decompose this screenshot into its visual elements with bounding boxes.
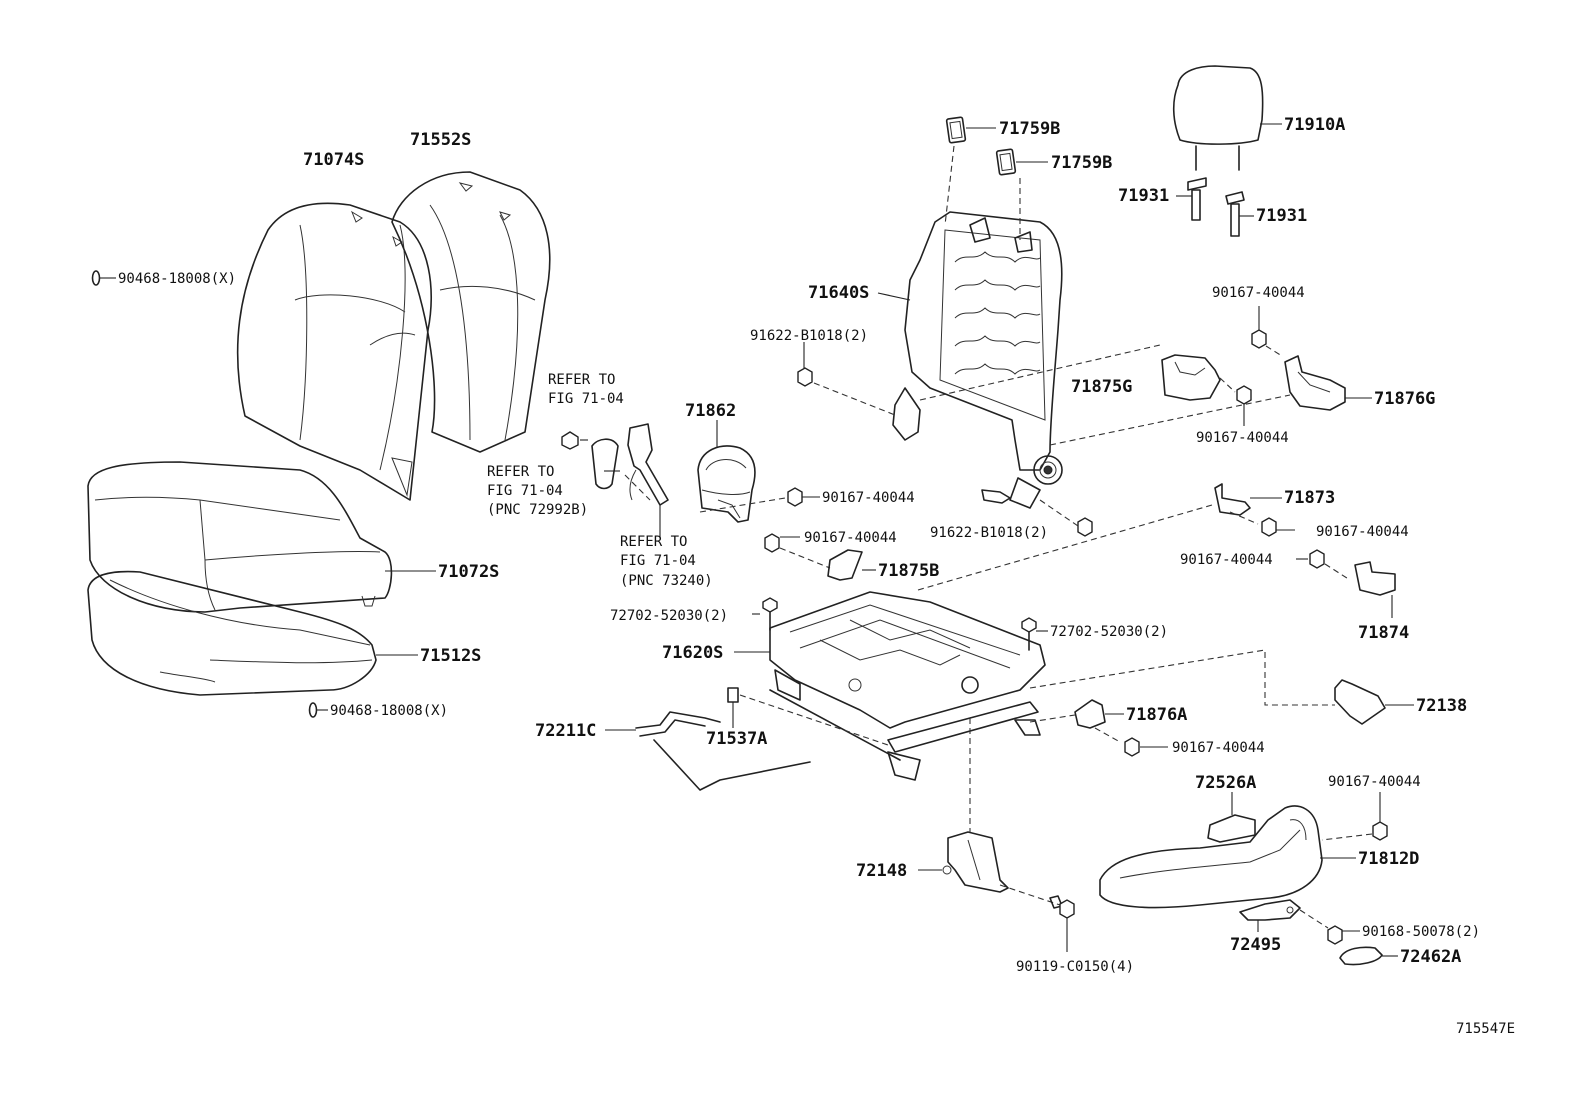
- cover-72138: [1029, 649, 1414, 725]
- bolt-90168: [1327, 925, 1360, 945]
- bracket-71873: [1214, 483, 1282, 525]
- shield-71812D: [1099, 805, 1356, 909]
- seatback-frame-71640S: [877, 211, 1063, 509]
- bolt-91622-top: [797, 342, 896, 416]
- label-71873: 71873: [1284, 488, 1335, 508]
- label-71910A: 71910A: [1284, 115, 1345, 135]
- bolt-90167-c: [1236, 385, 1252, 426]
- label-72702-a: 72702-52030(2): [610, 608, 728, 624]
- label-71640S: 71640S: [808, 283, 869, 303]
- label-72211C: 72211C: [535, 721, 596, 741]
- bolt-90119: [1049, 895, 1075, 952]
- label-90468-top: 90468-18008(X): [118, 271, 236, 287]
- bolt-90167-h: [1321, 792, 1388, 841]
- label-90468-bottom: 90468-18008(X): [330, 703, 448, 719]
- label-refer3-line3: (PNC 73240): [620, 573, 713, 589]
- label-90167-g: 90167-40044: [1172, 740, 1265, 756]
- label-90167-f: 90167-40044: [1180, 552, 1273, 568]
- label-91622-bottom: 91622-B1018(2): [930, 525, 1048, 541]
- cover-71876G: [1049, 355, 1372, 446]
- label-72702-b: 72702-52030(2): [1050, 624, 1168, 640]
- bracket-71876A: [1029, 699, 1124, 743]
- bolt-72702-a: [752, 597, 778, 631]
- headrest-support-71931-2: [1225, 191, 1254, 237]
- label-90168: 90168-50078(2): [1362, 924, 1480, 940]
- label-refer3-line1: REFER TO: [620, 534, 687, 550]
- label-90119: 90119-C0150(4): [1016, 959, 1134, 975]
- label-refer1-line1: REFER TO: [548, 372, 615, 388]
- seat-cushion-cover-71072S: [87, 461, 393, 613]
- label-72526A: 72526A: [1195, 773, 1256, 793]
- bolt-90167-e: [1261, 517, 1295, 537]
- clip-71537A: [727, 687, 889, 746]
- knob-72526A: [1207, 792, 1256, 843]
- bolt-90167-g: [1124, 737, 1168, 757]
- label-71876A: 71876A: [1126, 705, 1187, 725]
- label-90167-c: 90167-40044: [1196, 430, 1289, 446]
- label-71875G: 71875G: [1071, 377, 1132, 397]
- figure-code: 715547E: [1456, 1021, 1515, 1037]
- label-71874: 71874: [1358, 623, 1409, 643]
- wire-72211C: [605, 711, 811, 791]
- bracket-71874: [1354, 561, 1396, 618]
- label-refer2-line3: (PNC 72992B): [487, 502, 588, 518]
- headrest-support-71931-1: [1176, 177, 1207, 221]
- bolt-91622-bottom: [981, 489, 1093, 537]
- seat-track-71620S: [734, 591, 1046, 781]
- label-72495: 72495: [1230, 935, 1281, 955]
- seatback-pad-71552S: [391, 171, 551, 453]
- label-71931-1: 71931: [1118, 186, 1169, 206]
- clip-71759B-1: [944, 116, 996, 226]
- label-90167-h: 90167-40044: [1328, 774, 1421, 790]
- clip-71759B-2: [995, 148, 1048, 240]
- bolt-90167-b: [764, 533, 831, 569]
- label-71537A: 71537A: [706, 729, 767, 749]
- cap-72462A: [1339, 946, 1398, 966]
- bracket-71875B: [827, 549, 876, 581]
- cover-71862: [697, 420, 756, 523]
- bolt-90167-a: [699, 487, 820, 513]
- label-71862: 71862: [685, 401, 736, 421]
- label-71074S: 71074S: [303, 150, 364, 170]
- lever-72495: [1239, 899, 1329, 932]
- label-72138: 72138: [1416, 696, 1467, 716]
- label-refer1-line2: FIG 71-04: [548, 391, 624, 407]
- seatback-cover-71074S: [236, 202, 433, 501]
- label-refer2-line2: FIG 71-04: [487, 483, 563, 499]
- label-91622-top: 91622-B1018(2): [750, 328, 868, 344]
- label-71876G: 71876G: [1374, 389, 1435, 409]
- label-71072S: 71072S: [438, 562, 499, 582]
- label-90167-a: 90167-40044: [822, 490, 915, 506]
- cover-71875G: [919, 344, 1236, 401]
- label-71620S: 71620S: [662, 643, 723, 663]
- seat-cushion-pad-71512S: [87, 570, 377, 696]
- label-90167-d: 90167-40044: [1212, 285, 1305, 301]
- label-71875B: 71875B: [878, 561, 939, 581]
- label-72462A: 72462A: [1400, 947, 1461, 967]
- bracket-72148: [918, 718, 1061, 906]
- label-71812D: 71812D: [1358, 849, 1419, 869]
- label-71759B-1: 71759B: [999, 119, 1060, 139]
- bolt-72702-b: [1021, 617, 1048, 651]
- seatbelt-buckle-parts: [561, 423, 669, 538]
- clip-90468-bottom: [308, 702, 328, 718]
- headrest-71910A: [1172, 65, 1282, 171]
- label-90167-b: 90167-40044: [804, 530, 897, 546]
- label-71512S: 71512S: [420, 646, 481, 666]
- label-71552S: 71552S: [410, 130, 471, 150]
- label-90167-e: 90167-40044: [1316, 524, 1409, 540]
- clip-90468-top: [91, 270, 116, 286]
- label-72148: 72148: [856, 861, 907, 881]
- label-refer2-line1: REFER TO: [487, 464, 554, 480]
- label-refer3-line2: FIG 71-04: [620, 553, 696, 569]
- label-71931-2: 71931: [1256, 206, 1307, 226]
- bolt-90167-d: [1251, 306, 1283, 357]
- label-71759B-2: 71759B: [1051, 153, 1112, 173]
- bolt-90167-f: [1296, 549, 1351, 581]
